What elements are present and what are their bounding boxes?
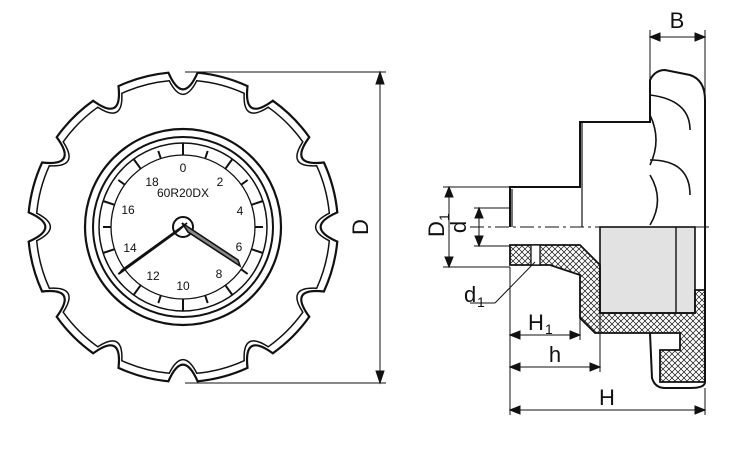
dial-tick [240, 268, 249, 275]
dial-tick-marks [102, 143, 264, 311]
dial-tick [251, 248, 264, 254]
dial-tick [224, 158, 234, 170]
plastic-body-section [509, 244, 706, 383]
dial-number: 10 [176, 279, 190, 293]
svg-text:d: d [464, 282, 476, 307]
dial-tick [102, 248, 115, 254]
dial-bezel-inner [92, 136, 274, 318]
dimension-label-B: B [670, 8, 685, 33]
dimension-D [185, 70, 386, 385]
side-outline-lower [649, 227, 706, 389]
dimension-label-H: H [599, 385, 615, 410]
dial-tick [157, 150, 162, 159]
svg-text:1: 1 [545, 321, 553, 337]
hand-right [181, 222, 242, 268]
dimension-label-d: d [446, 221, 471, 233]
dial-model-label: 60R20DX [157, 186, 209, 200]
metal-insert [599, 226, 696, 314]
dial-tick [240, 179, 249, 186]
dial-tick [102, 200, 115, 206]
dial-tick [224, 284, 234, 296]
dimension-label-D1: D 1 [424, 213, 452, 237]
cross-hole-d1 [530, 244, 541, 266]
dial-number: 0 [180, 161, 187, 175]
dial-number: 6 [236, 240, 243, 254]
dial-number: 2 [217, 175, 224, 189]
dimension-label-D: D [348, 219, 373, 235]
svg-text:1: 1 [477, 294, 485, 310]
dial-bezel-outer [83, 127, 283, 327]
dimension-label-h: h [549, 342, 561, 367]
dial-number: 8 [216, 267, 223, 281]
scalloped-knob-outline [27, 71, 339, 383]
side-view [470, 68, 712, 389]
side-dimensions [443, 30, 707, 415]
dimension-label-H1: H 1 [528, 310, 553, 337]
dial-number: 14 [123, 241, 137, 255]
svg-text:H: H [528, 310, 544, 335]
dial-tick [204, 295, 209, 304]
dial-tick [117, 179, 126, 186]
knob-lobe-lines [649, 94, 691, 226]
scalloped-knob-inner-outline [35, 79, 331, 375]
dial-tick [157, 295, 162, 304]
dial-labels: 60R20DX 0 2 4 6 8 10 12 14 16 18 [121, 161, 243, 293]
dial-number: 12 [146, 269, 160, 283]
side-outline-upper [509, 68, 706, 227]
dial-tick [132, 284, 142, 296]
dial-number: 4 [237, 204, 244, 218]
dial-hands [118, 222, 242, 275]
dimension-label-d1: d 1 [464, 282, 485, 310]
dial-number: 18 [145, 175, 159, 189]
svg-text:1: 1 [436, 213, 452, 221]
dial-number: 16 [121, 203, 135, 217]
dial-tick [251, 200, 264, 206]
svg-text:D: D [424, 221, 449, 237]
dial-tick [204, 150, 209, 159]
dial-tick [132, 158, 142, 170]
